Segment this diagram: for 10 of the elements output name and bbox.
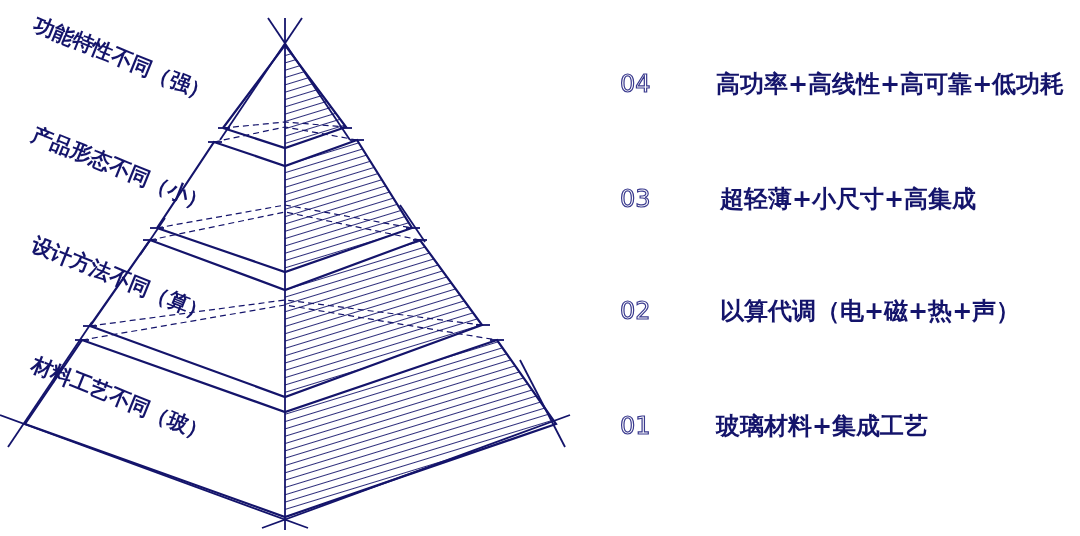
feature-text: 以算代调（电+磁+热+声）: [720, 299, 1021, 323]
step-number: 03: [620, 187, 651, 211]
layer-label: 功能特性不同（强）: [30, 14, 214, 105]
step-number: 04: [620, 72, 651, 96]
feature-text: 超轻薄+小尺寸+高集成: [720, 187, 977, 211]
step-number: 01: [620, 414, 651, 438]
feature-text: 玻璃材料+集成工艺: [716, 414, 929, 438]
layer-label: 设计方法不同（算）: [28, 234, 212, 325]
step-number: 02: [620, 299, 651, 323]
feature-text: 高功率+高线性+高可靠+低功耗: [716, 72, 1065, 96]
